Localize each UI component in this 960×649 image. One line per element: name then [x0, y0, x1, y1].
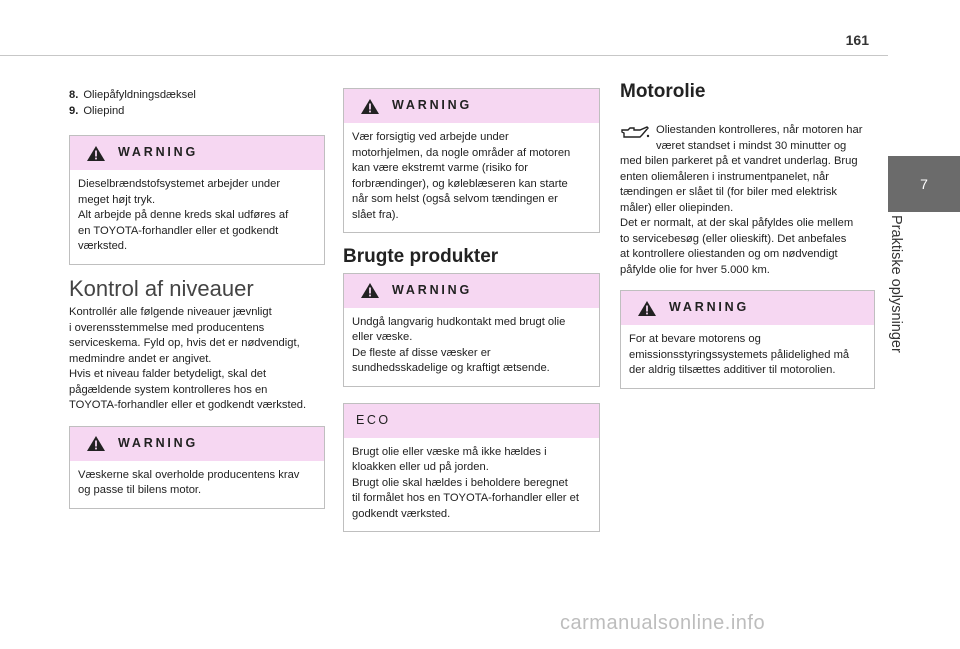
list-item-number: 9.	[69, 104, 79, 117]
warning-box: WARNING Dieselbrændstofsystemet arbejder…	[69, 135, 325, 265]
column-2: WARNING Vær forsigtig ved arbejde under …	[343, 88, 600, 548]
eco-header: ECO	[344, 403, 599, 438]
section-title-levels: Kontrol af niveauer	[69, 275, 254, 301]
warning-header: WARNING	[70, 136, 324, 170]
warning-triangle-icon	[361, 283, 379, 298]
warning-triangle-icon	[361, 98, 379, 114]
warning-header: WARNING	[621, 291, 874, 325]
warning-label: WARNING	[118, 435, 199, 450]
warning-label: WARNING	[669, 300, 750, 315]
list-item: 9. Oliepind	[69, 104, 325, 120]
chapter-title: Praktiske oplysninger	[882, 215, 910, 385]
eco-text: Brugt olie eller væske må ikke hældes i …	[352, 445, 579, 520]
warning-text: Undgå langvarig hudkontakt med brugt oli…	[352, 315, 566, 375]
chapter-number-tab[interactable]: 7	[888, 156, 960, 212]
warning-label: WARNING	[118, 145, 199, 160]
warning-triangle-icon	[638, 300, 656, 316]
list-item-text: Oliepind	[83, 104, 125, 117]
eco-label: ECO	[356, 412, 391, 427]
warning-text: Væskerne skal overholde producentens kra…	[78, 468, 300, 497]
parts-list: 8. Oliepåfyldningsdæksel 9. Oliepind	[69, 88, 325, 119]
warning-triangle-icon	[87, 145, 105, 161]
warning-box: WARNING For at bevare motorens og emissi…	[620, 290, 875, 389]
warning-header: WARNING	[344, 273, 599, 308]
warning-box: WARNING Undgå langvarig hudkontakt med b…	[343, 272, 600, 387]
levels-paragraph: Kontrollér alle følgende niveauer jævnli…	[69, 306, 307, 411]
header-divider	[0, 55, 888, 56]
warning-label: WARNING	[392, 98, 473, 113]
engine-oil-text: Oliestanden kontrolleres, når motoren ha…	[620, 124, 863, 276]
warning-label: WARNING	[392, 282, 473, 297]
column-3: Motorolie Oliestanden kontrolleres, når …	[620, 82, 875, 405]
warning-triangle-icon	[87, 436, 105, 451]
warning-box: WARNING Vær forsigtig ved arbejde under …	[343, 88, 600, 233]
engine-oil-paragraph: Oliestanden kontrolleres, når motoren ha…	[620, 108, 875, 279]
list-item-number: 8.	[69, 89, 79, 101]
warning-box: WARNING Væskerne skal overholde producen…	[69, 425, 325, 509]
warning-text: Vær forsigtig ved arbejde under motorhje…	[352, 131, 571, 221]
oil-can-icon	[621, 126, 650, 138]
chapter-title-text: Praktiske oplysninger	[888, 215, 904, 353]
warning-header: WARNING	[344, 89, 599, 123]
warning-text: For at bevare motorens og emissionsstyri…	[629, 333, 850, 376]
page-number: 161	[845, 32, 869, 48]
section-title-engine-oil: Motorolie	[620, 81, 706, 102]
column-1: 8. Oliepåfyldningsdæksel 9. Oliepind WARNI…	[69, 88, 325, 525]
warning-header: WARNING	[70, 426, 324, 461]
section-title-used-products: Brugte produkter	[343, 246, 499, 267]
list-item-text: Oliepåfyldningsdæksel	[83, 89, 196, 101]
list-item: 8. Oliepåfyldningsdæksel	[69, 88, 325, 104]
watermark: carmanualsonline.info	[560, 612, 766, 634]
eco-box: ECO Brugt olie eller væske må ikke hælde…	[343, 402, 600, 532]
warning-text: Dieselbrændstofsystemet arbejder under m…	[78, 178, 289, 252]
